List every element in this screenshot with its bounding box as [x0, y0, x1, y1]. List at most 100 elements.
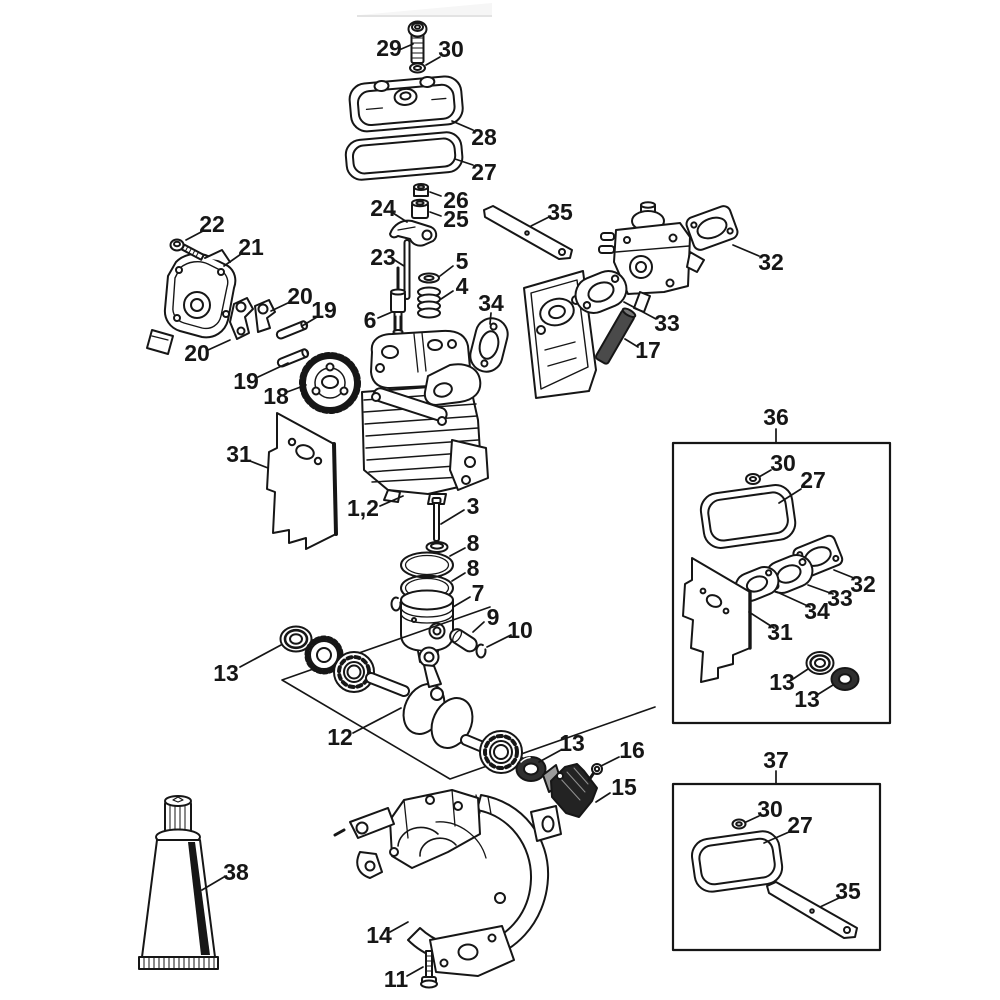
leader-line-13: [792, 668, 809, 680]
ball-bearing-part: [479, 730, 523, 774]
part-callout-9: 9: [487, 604, 500, 630]
gasket-set-37-contents: [691, 818, 858, 939]
leader-line-11: [406, 966, 424, 977]
gasket-set-36-label: 36: [763, 404, 789, 430]
leader-line-17: [624, 338, 639, 348]
part-callout-20: 20: [184, 340, 210, 366]
leader-line-30: [425, 56, 441, 66]
part-callout-19: 19: [311, 297, 337, 323]
leader-line-12: [352, 707, 402, 734]
leader-line-9: [472, 621, 485, 633]
leader-line-14: [389, 921, 409, 933]
ball-bearing-part: [333, 651, 375, 693]
part-callout-8: 8: [467, 555, 480, 581]
spring-retainer-part: [418, 272, 440, 284]
washer-part: [409, 62, 426, 74]
gasket-set-37-label: 37: [763, 747, 789, 773]
part-callout-13: 13: [794, 686, 820, 712]
oil-seal-part: [515, 756, 547, 782]
leader-line-16: [600, 756, 620, 767]
connecting-rod-part: [418, 646, 442, 688]
leader-line-4: [440, 290, 454, 300]
manifold-gasket-part: [574, 270, 628, 314]
rocker-lever-part: [229, 297, 254, 340]
leader-line-20: [270, 301, 291, 312]
part-callout-13: 13: [559, 730, 585, 756]
part-callout-4: 4: [456, 273, 469, 299]
leader-line-10: [486, 634, 512, 648]
part-callout-32: 32: [758, 249, 784, 275]
cylinder-head-cover-part: [348, 75, 464, 133]
part-callout-8: 8: [467, 530, 480, 556]
part-callout-35: 35: [835, 878, 861, 904]
rocker-arm-part: [389, 219, 438, 247]
leader-line-21: [223, 253, 242, 267]
leader-line-29: [398, 43, 414, 51]
part-callout-15: 15: [611, 774, 637, 800]
screw-part: [169, 238, 205, 261]
leader-line-8: [451, 572, 466, 582]
cylinder-part: [361, 329, 489, 505]
leader-line-31: [748, 611, 775, 629]
leader-line-26: [429, 191, 442, 197]
gasket-set-36-contents: [682, 473, 860, 691]
part-callout-26: 26: [443, 187, 469, 213]
crank-gear-part: [304, 635, 344, 675]
leader-line-19: [257, 362, 289, 378]
leader-line-30: [758, 469, 772, 478]
pawl-lever-part: [542, 763, 598, 818]
leader-line-33: [807, 584, 834, 595]
part-callout-31: 31: [226, 441, 252, 467]
spacer-tube-part: [595, 307, 637, 365]
part-callout-23: 23: [370, 244, 396, 270]
part-callout-19: 19: [233, 368, 259, 394]
carburetor-part: [598, 201, 705, 313]
leader-line-33: [623, 301, 657, 320]
part-callout-27: 27: [787, 812, 813, 838]
rocker-lever-part: [254, 299, 276, 333]
part-callout-3: 3: [467, 493, 480, 519]
leader-line-18: [286, 384, 307, 393]
leader-line-35: [819, 897, 840, 908]
leader-line-27: [454, 158, 474, 166]
part-callout-16: 16: [619, 737, 645, 763]
dowel-pin-part: [275, 320, 309, 340]
leader-line-19: [301, 316, 318, 327]
part-callout-6: 6: [364, 307, 377, 333]
leader-line-3: [440, 509, 465, 525]
leader-line-34: [489, 312, 492, 325]
page-edge-artifact: [357, 3, 492, 17]
crankcase-part: [333, 789, 562, 977]
part-callout-21: 21: [238, 234, 264, 260]
screw-part: [587, 763, 603, 782]
cam-cover-part: [146, 249, 237, 355]
part-callout-29: 29: [376, 35, 402, 61]
leader-line-27: [778, 488, 802, 504]
carburetor-gasket-part: [685, 205, 739, 251]
shroud-gasket-part: [469, 317, 509, 373]
part-callout-14: 14: [366, 922, 392, 948]
part-callout-34: 34: [804, 598, 830, 624]
feeler-blade-part: [483, 205, 573, 260]
cover-gasket-part: [344, 131, 464, 181]
cam-gear-part: [299, 352, 361, 414]
adjuster-sleeve-part: [411, 198, 429, 219]
part-callout-30: 30: [770, 450, 796, 476]
leader-line-15: [595, 792, 611, 803]
wrist-pin-part: [449, 628, 478, 653]
leader-line-25: [429, 211, 442, 217]
part-callout-38: 38: [223, 859, 249, 885]
part-callout-13: 13: [769, 669, 795, 695]
oil-seal-part: [279, 625, 313, 653]
leader-line-5: [439, 265, 454, 277]
part-callout-5: 5: [456, 248, 469, 274]
part-callout-11: 11: [384, 966, 409, 992]
part-callout-25: 25: [443, 206, 469, 232]
piston-ring-part: [400, 551, 454, 579]
part-callout-13: 13: [213, 660, 239, 686]
part-callout-35: 35: [547, 199, 573, 225]
leader-line-20: [207, 339, 231, 351]
leader-line-7: [452, 596, 471, 608]
